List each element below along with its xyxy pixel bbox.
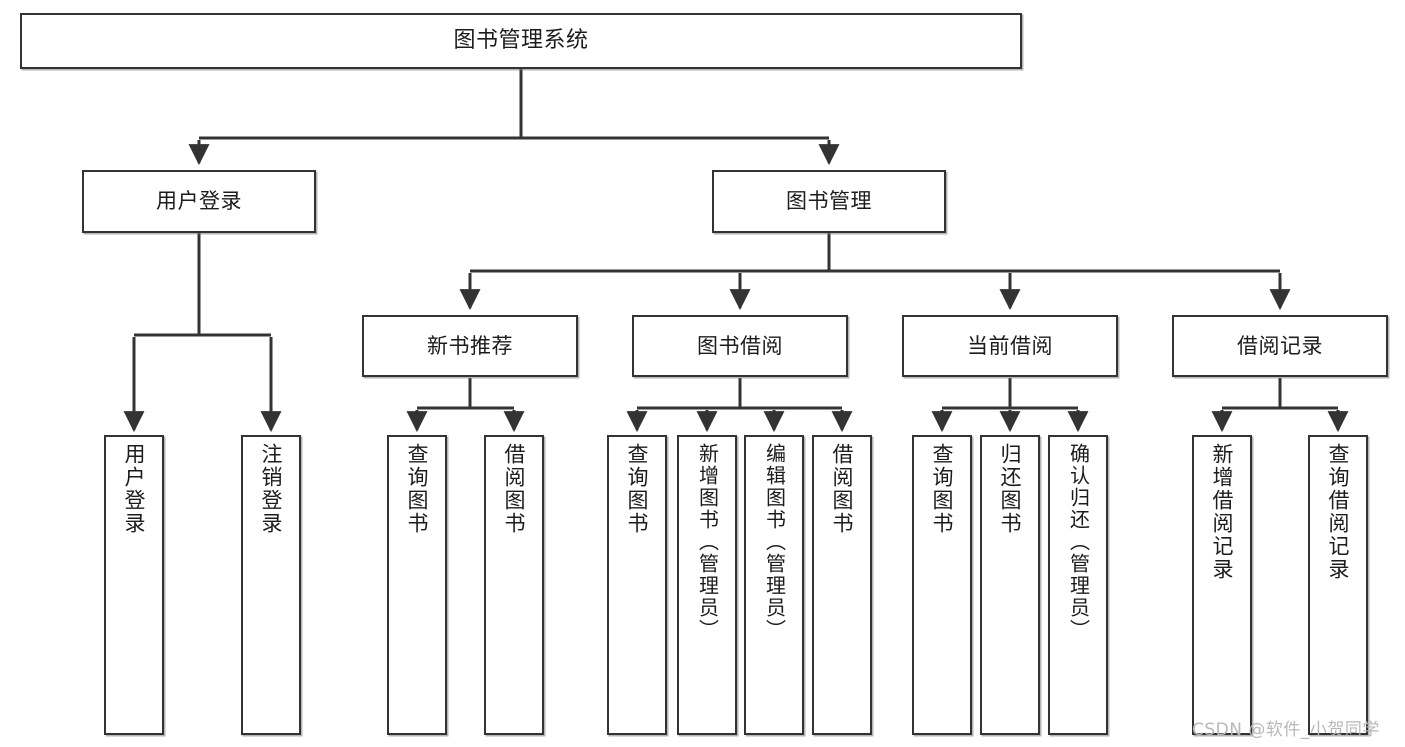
node-label: 查询图书 [405, 443, 430, 535]
node-label: 查询借阅记录 [1326, 443, 1351, 581]
leaf-add-book-admin[interactable]: 新增图书（管理员） [677, 435, 737, 735]
node-label: 确认归还（管理员） [1066, 443, 1091, 641]
node-label: 用户登录 [156, 189, 242, 214]
node-label: 借阅图书 [502, 443, 527, 535]
node-new-book-recommend[interactable]: 新书推荐 [362, 315, 578, 377]
node-label: 新书推荐 [427, 333, 513, 358]
leaf-confirm-return-admin[interactable]: 确认归还（管理员） [1048, 435, 1108, 735]
node-user-login[interactable]: 用户登录 [82, 170, 316, 233]
node-label: 借阅图书 [830, 443, 855, 535]
node-label: 图书管理系统 [453, 28, 589, 54]
leaf-query-book-current[interactable]: 查询图书 [912, 435, 972, 735]
leaf-edit-book-admin[interactable]: 编辑图书（管理员） [744, 435, 804, 735]
leaf-borrow-book-newbook[interactable]: 借阅图书 [484, 435, 544, 735]
node-borrow-record[interactable]: 借阅记录 [1172, 315, 1388, 377]
node-label: 图书管理 [786, 189, 872, 214]
node-label: 当前借阅 [967, 333, 1053, 358]
node-label: 新增借阅记录 [1210, 443, 1235, 581]
leaf-logout[interactable]: 注销登录 [241, 435, 301, 735]
node-label: 注销登录 [259, 443, 284, 535]
node-label: 新增图书（管理员） [695, 443, 720, 641]
leaf-user-login[interactable]: 用户登录 [104, 435, 164, 735]
node-label: 图书借阅 [697, 333, 783, 358]
node-label: 用户登录 [122, 443, 147, 535]
leaf-query-book-newbook[interactable]: 查询图书 [387, 435, 447, 735]
node-label: 编辑图书（管理员） [762, 443, 787, 641]
node-label: 查询图书 [625, 443, 650, 535]
node-label: 归还图书 [998, 443, 1023, 535]
node-label: 借阅记录 [1237, 333, 1323, 358]
node-book-management[interactable]: 图书管理 [712, 170, 946, 233]
node-book-borrow[interactable]: 图书借阅 [632, 315, 848, 377]
leaf-query-borrow-record[interactable]: 查询借阅记录 [1308, 435, 1368, 735]
node-current-borrow[interactable]: 当前借阅 [902, 315, 1118, 377]
leaf-borrow-book[interactable]: 借阅图书 [812, 435, 872, 735]
leaf-add-borrow-record[interactable]: 新增借阅记录 [1192, 435, 1252, 735]
leaf-return-book[interactable]: 归还图书 [980, 435, 1040, 735]
node-label: 查询图书 [930, 443, 955, 535]
leaf-query-book-borrow[interactable]: 查询图书 [607, 435, 667, 735]
node-root[interactable]: 图书管理系统 [20, 13, 1022, 69]
